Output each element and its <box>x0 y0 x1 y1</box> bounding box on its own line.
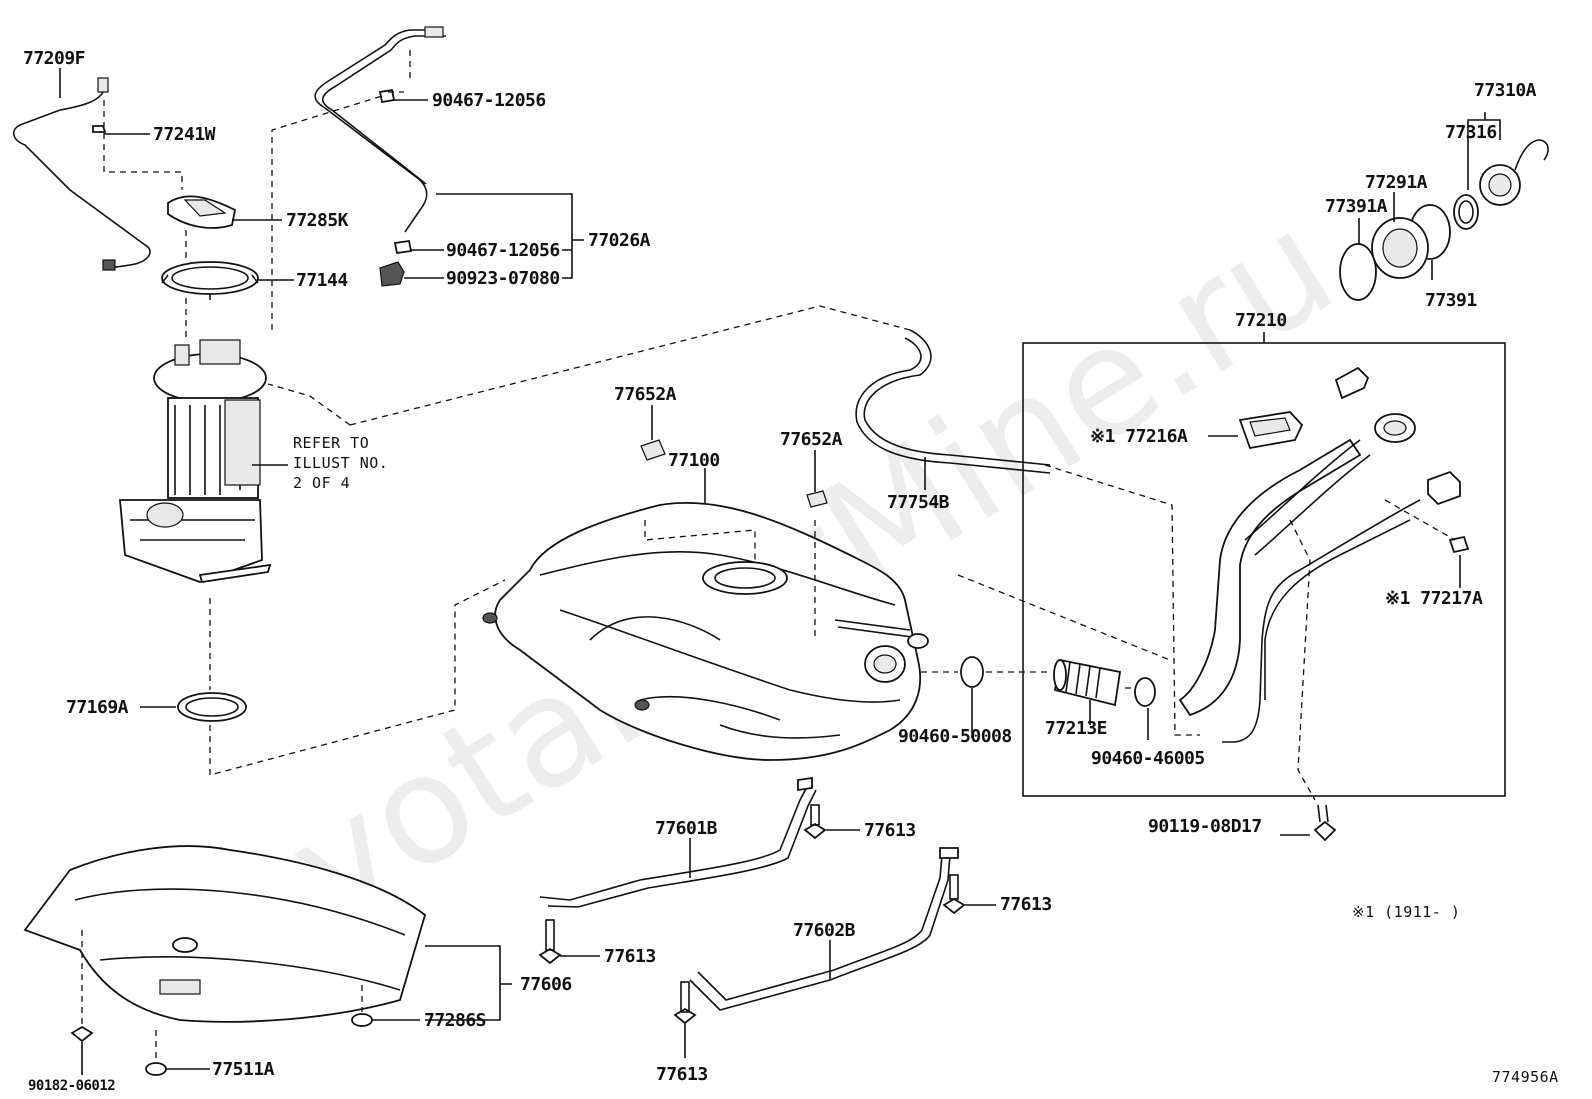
bolt-77613-d <box>673 981 697 1025</box>
label-77316: 77316 <box>1445 122 1497 143</box>
label-77213E: 77213E <box>1045 718 1107 739</box>
label-77511A: 77511A <box>212 1059 275 1080</box>
dash-line <box>271 95 383 330</box>
label-77652A-left: 77652A <box>614 384 677 405</box>
dash-line <box>267 305 911 426</box>
strap-77601B <box>539 776 817 908</box>
leader-line <box>425 945 512 1021</box>
label-77169A: 77169A <box>66 697 129 718</box>
label-77144: 77144 <box>296 270 348 291</box>
clip-90467-bottom <box>393 239 413 255</box>
bolt-77613-a <box>803 804 827 840</box>
refer-note-line-2: ILLUST NO. <box>293 454 388 472</box>
label-77613-c: 77613 <box>604 946 656 967</box>
label-90467-12056-top: 90467-12056 <box>432 90 546 111</box>
label-77391: 77391 <box>1425 290 1477 311</box>
lid-77216A <box>1238 411 1304 450</box>
label-90119-08D17: 90119-08D17 <box>1148 816 1262 837</box>
label-77613-b: 77613 <box>1000 894 1052 915</box>
dash-line <box>957 574 1171 661</box>
fuel-pump-module <box>119 339 272 584</box>
dash-line <box>388 50 411 93</box>
label-77602B: 77602B <box>793 920 856 941</box>
fuel-tank-77100 <box>482 501 929 761</box>
refer-note-line-3: 2 OF 4 <box>293 474 350 492</box>
footnote-1911: ※1 (1911- ) <box>1352 903 1460 921</box>
dash-line <box>209 579 506 776</box>
label-77601B: 77601B <box>655 818 718 839</box>
cover-77285K <box>167 195 237 229</box>
gasket-77169A <box>177 692 247 722</box>
sender-gauge-wire-77209F <box>12 77 151 271</box>
label-77291A: 77291A <box>1365 172 1428 193</box>
protector-77606 <box>23 845 427 1023</box>
nut-90182 <box>70 1025 94 1043</box>
label-90182-06012: 90182-06012 <box>28 1078 115 1094</box>
dash-line <box>1289 519 1316 801</box>
label-77241W: 77241W <box>153 124 216 145</box>
label-90467-12056-bottom: 90467-12056 <box>446 240 560 261</box>
dash-line <box>644 520 756 560</box>
label-77613-d: 77613 <box>656 1064 708 1085</box>
label-77217A: ※1 77217A <box>1385 588 1483 609</box>
pad-77652A-right <box>806 490 828 508</box>
label-90460-50008: 90460-50008 <box>898 726 1012 747</box>
dash-line <box>1384 499 1456 541</box>
part-labels: 77209F 77241W 77285K 77144 90467-12056 9… <box>23 48 1559 1094</box>
leader-line <box>436 193 584 279</box>
label-77026A: 77026A <box>588 230 651 251</box>
filler-pipe <box>1178 413 1416 717</box>
clip-77217A <box>1448 535 1470 554</box>
dash-line <box>103 100 183 190</box>
label-90460-46005: 90460-46005 <box>1091 748 1205 769</box>
refer-note: REFER TO ILLUST NO. 2 OF 4 <box>293 434 388 492</box>
bolt-90119 <box>1313 804 1337 842</box>
vent-tube-77754B <box>855 329 1051 474</box>
label-77754B: 77754B <box>887 492 950 513</box>
ring-77391A <box>1339 243 1377 301</box>
clamp-90460-50008 <box>960 656 984 688</box>
clamp-90460-46005 <box>1134 677 1156 707</box>
label-77606: 77606 <box>520 974 572 995</box>
label-77285K: 77285K <box>286 210 349 231</box>
label-77613-a: 77613 <box>864 820 916 841</box>
fuel-cap-holder <box>1334 366 1370 400</box>
drawing-code: 774956A <box>1492 1068 1559 1086</box>
label-77216A: ※1 77216A <box>1090 426 1188 447</box>
label-77652A-right: 77652A <box>780 429 843 450</box>
clip-77286S <box>351 1013 373 1027</box>
label-90923-07080: 90923-07080 <box>446 268 560 289</box>
label-77310A: 77310A <box>1474 80 1537 101</box>
fuel-tube-assembly <box>314 26 446 233</box>
bolt-77613-c <box>538 919 562 965</box>
label-77391A: 77391A <box>1325 196 1388 217</box>
label-77286S: 77286S <box>424 1010 486 1031</box>
gasket-77316 <box>1453 194 1479 230</box>
label-77210: 77210 <box>1235 310 1287 331</box>
clip-77241W <box>92 125 107 133</box>
fuel-cap-77310A <box>1479 139 1549 206</box>
connector-90923 <box>379 261 405 287</box>
pad-77652A-left <box>640 439 666 461</box>
label-77100: 77100 <box>668 450 720 471</box>
retainer-ring-77144 <box>161 261 259 300</box>
inlet-77291A <box>1371 217 1429 279</box>
breather-hose <box>1222 470 1461 743</box>
dash-line <box>910 671 1135 689</box>
dash-line <box>1044 464 1200 736</box>
hose-77213E <box>1053 658 1122 707</box>
refer-note-line-1: REFER TO <box>293 434 369 452</box>
clip-77511A <box>145 1062 167 1076</box>
leader-line <box>1467 112 1501 190</box>
label-77209F: 77209F <box>23 48 85 69</box>
